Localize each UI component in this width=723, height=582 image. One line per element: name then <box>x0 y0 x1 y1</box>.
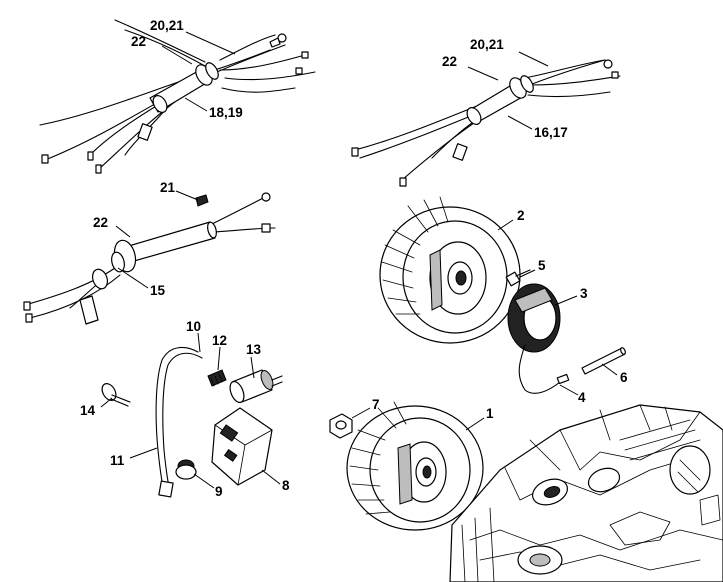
callout-15: 15 <box>150 283 166 298</box>
screw-part-14 <box>101 383 131 407</box>
nut-part-7 <box>329 413 353 439</box>
callout-16-17: 16,17 <box>534 125 568 140</box>
callout-22-c: 22 <box>93 215 108 230</box>
callout-22-a: 22 <box>131 34 146 49</box>
callout-8: 8 <box>282 478 290 493</box>
wiring-harness-a <box>39 19 316 174</box>
valve-part-13 <box>229 369 283 404</box>
callout-20-21-a: 20,21 <box>150 18 184 33</box>
callout-10: 10 <box>186 319 201 334</box>
wiring-harness-b <box>351 59 621 187</box>
grommet-part-9 <box>175 459 197 480</box>
callout-4: 4 <box>578 390 586 405</box>
pin-part-6 <box>581 347 626 375</box>
callout-3: 3 <box>580 286 588 301</box>
flywheel-lower <box>346 401 484 531</box>
callout-9: 9 <box>215 484 223 499</box>
callout-14: 14 <box>80 403 96 418</box>
callout-21-c: 21 <box>160 180 176 195</box>
callout-11: 11 <box>110 453 125 468</box>
callout-labels: 20,21 22 18,19 20,21 22 16,17 21 22 15 2… <box>80 18 628 499</box>
callout-2: 2 <box>517 208 525 223</box>
callout-22-b: 22 <box>442 54 457 69</box>
callout-12: 12 <box>212 333 227 348</box>
leader-lines <box>100 31 618 489</box>
wiring-harness-c <box>23 192 276 325</box>
engine-assembly <box>449 404 723 582</box>
spring-part-12 <box>207 369 227 387</box>
ignition-module <box>507 283 570 394</box>
callout-20-21-b: 20,21 <box>470 37 504 52</box>
screw-part-5 <box>505 269 531 287</box>
callout-13: 13 <box>246 342 262 357</box>
callout-6: 6 <box>620 370 628 385</box>
callout-7: 7 <box>372 397 380 412</box>
callout-18-19: 18,19 <box>209 105 243 120</box>
impulse-hose <box>155 346 203 498</box>
flywheel-upper <box>379 196 521 344</box>
callout-5: 5 <box>538 258 546 273</box>
control-unit-part-8 <box>211 407 273 486</box>
callout-1: 1 <box>486 406 494 421</box>
